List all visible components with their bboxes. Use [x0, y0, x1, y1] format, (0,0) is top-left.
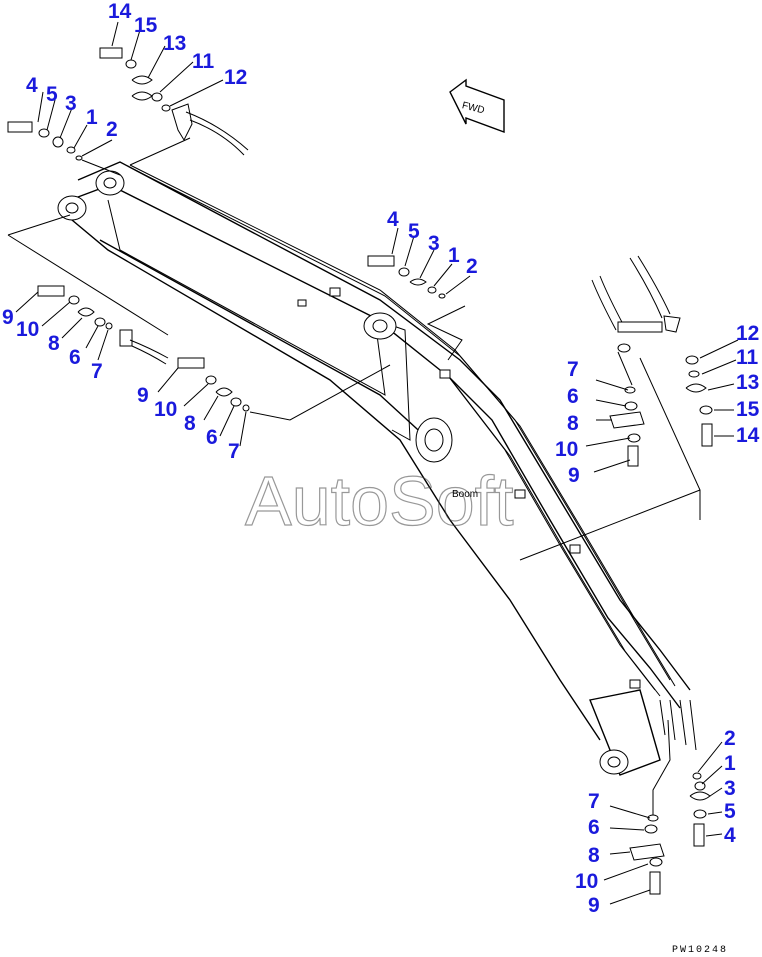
exploded-parts-left-middle — [7, 214, 391, 447]
callout-4-c6: 4 — [26, 74, 38, 97]
callout-15-c2: 15 — [134, 14, 158, 37]
drawing-code: PW10248 — [672, 945, 728, 956]
callout-12-c5: 12 — [224, 66, 247, 89]
callout-13-c3: 13 — [163, 32, 186, 55]
callout-9-c16: 9 — [2, 306, 14, 329]
callout-6-c32: 6 — [567, 385, 579, 408]
watermark: AutoSoft Boom — [244, 461, 514, 540]
boom-side-boss — [415, 417, 453, 463]
boom-top-boss — [599, 749, 629, 775]
callout-3-c13: 3 — [428, 232, 440, 255]
cylinder-bracket-boss — [363, 312, 397, 340]
callout-8-c43: 8 — [588, 844, 600, 867]
callout-7-c31: 7 — [567, 358, 579, 381]
callout-2-c36: 2 — [724, 727, 736, 750]
part-caption: Boom — [452, 489, 478, 500]
callout-11-c4: 11 — [192, 50, 215, 73]
callout-4-c11: 4 — [387, 208, 399, 231]
callout-11-c27: 11 — [736, 346, 759, 369]
callout-6-c24: 6 — [206, 426, 218, 449]
callout-10-c44: 10 — [575, 870, 598, 893]
callout-1-c14: 1 — [448, 244, 460, 267]
callout-9-c35: 9 — [568, 464, 580, 487]
callout-9-c21: 9 — [137, 384, 149, 407]
callout-7-c20: 7 — [91, 360, 103, 383]
callout-9-c45: 9 — [588, 894, 600, 917]
exploded-parts-right-upper — [519, 255, 739, 561]
callout-12-c26: 12 — [736, 322, 759, 345]
callout-1-c9: 1 — [86, 106, 98, 129]
callout-8-c33: 8 — [567, 412, 579, 435]
callout-5-c39: 5 — [724, 800, 736, 823]
callout-6-c42: 6 — [588, 816, 600, 839]
callout-14-c1: 14 — [108, 0, 132, 23]
callout-4-c40: 4 — [724, 824, 736, 847]
exploded-parts-right-lower — [603, 719, 723, 905]
callout-7-c25: 7 — [228, 440, 240, 463]
callout-13-c28: 13 — [736, 371, 759, 394]
callout-2-c15: 2 — [466, 255, 478, 278]
callout-3-c38: 3 — [724, 777, 736, 800]
callout-6-c19: 6 — [69, 346, 81, 369]
callout-10-c34: 10 — [555, 438, 578, 461]
watermark-text: AutoSoft — [245, 462, 514, 540]
callout-14-c30: 14 — [736, 424, 760, 447]
callout-10-c22: 10 — [154, 398, 177, 421]
boom-body — [57, 161, 697, 776]
boom-foot-boss — [57, 195, 87, 221]
callout-15-c29: 15 — [736, 398, 760, 421]
exploded-parts-top-left — [7, 21, 249, 176]
fwd-direction-arrow: FWD — [449, 78, 505, 134]
fwd-label: FWD — [461, 100, 486, 116]
callout-2-c10: 2 — [106, 118, 118, 141]
callout-8-c23: 8 — [184, 412, 196, 435]
callout-1-c37: 1 — [724, 752, 736, 775]
callout-3-c8: 3 — [65, 92, 77, 115]
callout-5-c12: 5 — [408, 220, 420, 243]
callout-10-c17: 10 — [16, 318, 39, 341]
callout-5-c7: 5 — [46, 83, 58, 106]
callout-8-c18: 8 — [48, 332, 60, 355]
callout-7-c41: 7 — [588, 790, 600, 813]
exploded-parts-upper-center — [367, 227, 471, 361]
